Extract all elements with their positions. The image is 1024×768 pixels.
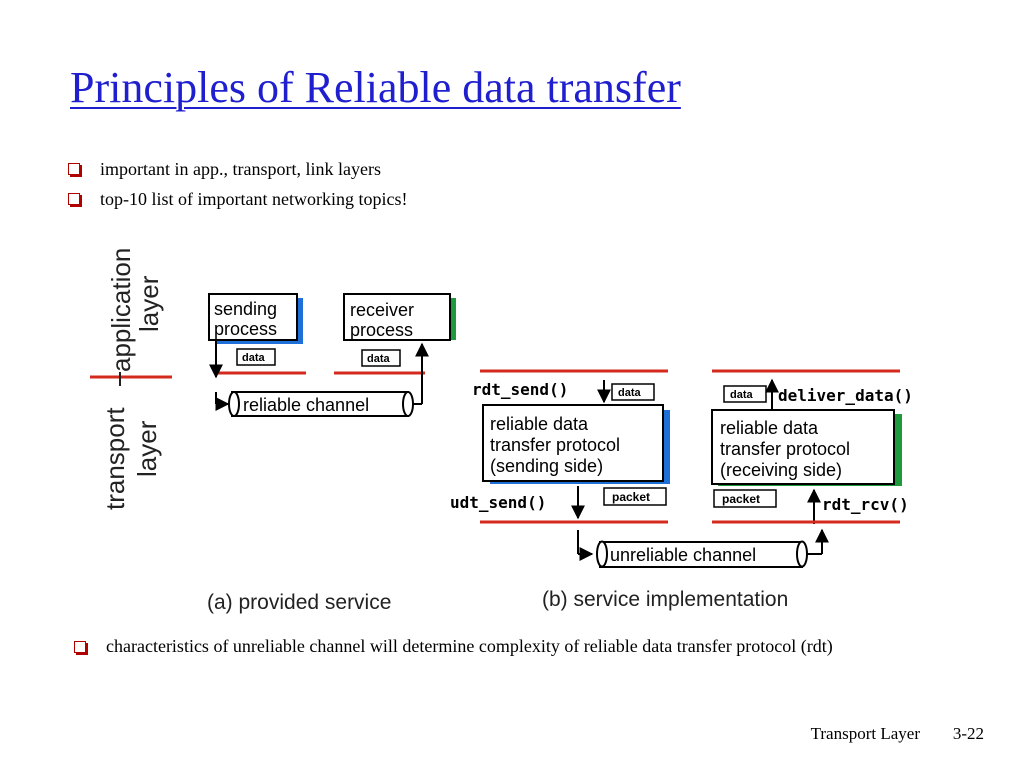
sender-protocol-line-3: (sending side) [490,456,603,476]
sending-process-label: sending [214,299,277,319]
deliver-data-label: deliver_data() [778,386,913,405]
bullet-text: top-10 list of important networking topi… [100,189,408,209]
footer-section-title: Transport Layer [810,724,920,743]
bullet-square-icon [68,163,80,175]
receiver-process-label: receiver [350,300,414,320]
rdt-send-label: rdt_send() [472,380,568,399]
bottom-bullet-text: characteristics of unreliable channel wi… [106,636,833,656]
bullet-square-icon [74,641,86,653]
packet-label-send: packet [612,490,650,504]
bottom-bullet: characteristics of unreliable channel wi… [72,634,952,658]
receiver-process-label-2: process [350,320,413,340]
slide-title: Principles of Reliable data transfer [70,63,681,112]
application-layer-label: application [106,248,136,372]
bullet-square-icon [68,193,80,205]
sender-protocol-line-1: reliable data [490,414,589,434]
data-label-deliver: data [730,389,754,401]
bullet-text: important in app., transport, link layer… [100,159,381,179]
caption-service-implementation: (b) service implementation [542,588,788,611]
packet-label-recv: packet [722,492,760,506]
panel-b-service-implementation: rdt_send() data data deliver_data() reli… [450,369,913,611]
bullet-item: important in app., transport, link layer… [66,154,407,184]
sender-protocol-line-2: transfer protocol [490,435,620,455]
receiver-protocol-line-3: (receiving side) [720,460,842,480]
transport-layer-label: transport [100,407,130,510]
udt-send-label: udt_send() [450,493,546,512]
rdt-rcv-label: rdt_rcv() [822,495,909,514]
data-label-receiver: data [367,353,391,365]
reliable-channel-label: reliable channel [243,395,369,415]
data-label-send: data [618,387,642,399]
panel-a-provided-service: sending process receiver process data da… [207,293,456,614]
transport-layer-label-2: layer [132,420,162,477]
application-layer-label-2: layer [134,275,164,332]
unreliable-channel-label: unreliable channel [610,545,756,565]
bullet-item: top-10 list of important networking topi… [66,184,407,214]
bullet-list: important in app., transport, link layer… [66,154,407,214]
sending-process-label-2: process [214,319,277,339]
footer-page-number: 3-22 [952,724,984,743]
receiver-protocol-line-2: transfer protocol [720,439,850,459]
data-label-sender: data [242,352,266,364]
receiver-protocol-line-1: reliable data [720,418,819,438]
caption-provided-service: (a) provided service [207,591,391,614]
